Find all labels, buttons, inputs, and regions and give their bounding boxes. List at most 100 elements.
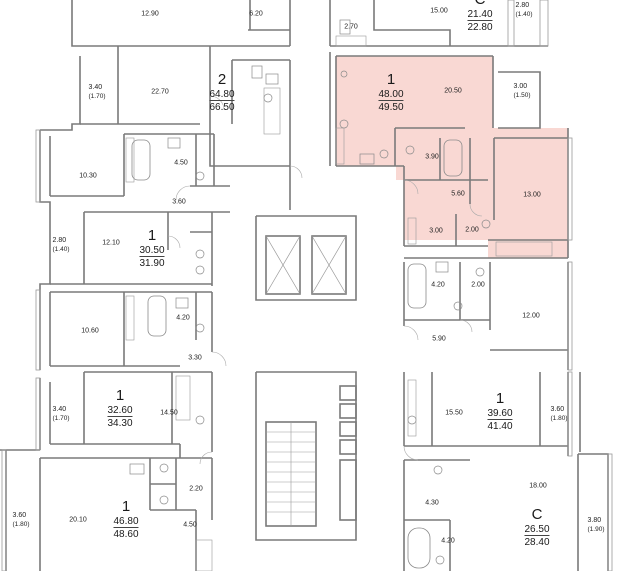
room-area-secondary: (1.40) [515, 11, 533, 18]
room-area-label: 3.60 (1.80) [13, 511, 30, 529]
room-area: 20.50 [444, 87, 462, 95]
room-area: 4.50 [174, 159, 188, 167]
room-area: 15.50 [445, 409, 463, 417]
room-area-label: 4.20 [176, 314, 190, 323]
room-area-label: 3.60 [172, 198, 186, 207]
apartment-label: 1 32.60 34.30 [107, 387, 133, 429]
apartment-total-area: 48.60 [113, 527, 139, 540]
room-area-label: 3.40 (1.70) [53, 405, 70, 423]
room-area-label: 4.20 [441, 537, 455, 546]
room-area: 3.60 [172, 198, 186, 206]
room-area-label: 3.30 [188, 354, 202, 363]
room-area: 6.20 [249, 10, 263, 18]
room-area-label: 12.90 [141, 10, 159, 19]
room-area: 3.00 [513, 83, 528, 90]
room-area: 2.80 [52, 237, 67, 244]
room-area-label: 5.90 [432, 335, 446, 344]
room-area: 4.20 [176, 314, 190, 322]
room-area: 2.00 [471, 281, 485, 289]
room-area: 4.20 [441, 537, 455, 545]
room-area: 4.30 [425, 499, 439, 507]
room-area-label: 20.50 [444, 87, 462, 96]
room-area: 2.70 [344, 23, 358, 31]
room-area: 18.00 [529, 482, 547, 490]
room-area-label: 15.00 [430, 7, 448, 16]
apartment-living-area: 30.50 [139, 245, 165, 256]
room-area-secondary: (1.70) [88, 93, 106, 100]
apartment-total-area: 66.50 [209, 100, 235, 113]
room-area-label: 6.20 [249, 10, 263, 19]
room-area-label: 3.80 (1.90) [588, 516, 605, 534]
room-area: 12.90 [141, 10, 159, 18]
room-area-label: 10.60 [81, 327, 99, 336]
room-area-label: 3.40(1.70) [89, 83, 106, 101]
apartment-total-area: 31.90 [139, 256, 165, 269]
room-area: 3.60 [550, 406, 565, 413]
room-area: 20.10 [69, 516, 87, 524]
kitchen-counters [125, 35, 553, 571]
room-area-label: 14.50 [160, 409, 178, 418]
apartment-label: 1 30.50 31.90 [139, 227, 165, 269]
room-area-label: 2.00 [465, 226, 479, 235]
room-area-secondary: (1.70) [52, 415, 70, 422]
room-area-label: 4.30 [425, 499, 439, 508]
room-area-secondary: (1.90) [587, 526, 605, 533]
room-area-label: 13.00 [523, 191, 541, 200]
room-area-label: 2.80 (1.40) [516, 1, 533, 19]
room-area: 2.00 [465, 226, 479, 234]
room-area: 3.80 [587, 517, 602, 524]
room-area-secondary: (1.80) [12, 521, 30, 528]
apartment-rooms: 1 [495, 390, 505, 407]
room-area-label: 2.70 [344, 23, 358, 32]
room-area: 5.60 [451, 190, 465, 198]
room-area-label: 3.00 [429, 227, 443, 236]
apartment-rooms: 1 [115, 387, 125, 404]
apartment-living-area: 39.60 [487, 408, 513, 419]
apartment-rooms: 1 [147, 227, 157, 244]
apartment-label: 1 39.60 41.40 [487, 390, 513, 432]
room-area-label: 12.10 [102, 239, 120, 248]
room-area: 12.00 [522, 312, 540, 320]
room-area-secondary: (1.80) [550, 415, 568, 422]
apartment-living-area: 21.40 [467, 9, 493, 20]
apartment-label: 1 46.80 48.60 [113, 498, 139, 540]
elevator-shafts [265, 235, 347, 295]
apartment-rooms: 1 [121, 498, 131, 515]
room-area: 22.70 [151, 88, 169, 96]
room-area: 13.00 [523, 191, 541, 199]
room-area-label: 5.60 [451, 190, 465, 199]
room-area-label: 4.20 [431, 281, 445, 290]
apartment-rooms: 2 [217, 71, 227, 88]
room-area: 3.60 [12, 512, 27, 519]
room-area-secondary: (1.40) [52, 246, 70, 253]
room-area-label: 22.70 [151, 88, 169, 97]
room-area-secondary: (1.50) [513, 92, 531, 99]
room-area: 3.90 [425, 153, 439, 161]
room-area-label: 4.50 [183, 521, 197, 530]
apartment-living-area: 26.50 [524, 524, 550, 535]
apartment-label: C 26.50 28.40 [524, 507, 550, 548]
room-area: 3.40 [52, 406, 67, 413]
apartment-living-area: 46.80 [113, 516, 139, 527]
room-area: 2.80 [515, 2, 530, 9]
room-area-label: 2.80 (1.40) [53, 236, 70, 254]
room-area-label: 3.60 (1.80) [551, 405, 568, 423]
apartment-total-area: 28.40 [524, 535, 550, 548]
room-area: 3.00 [429, 227, 443, 235]
apartment-living-area: 64.80 [209, 89, 235, 100]
apartment-label: 2 64.80 66.50 [209, 71, 235, 113]
stair-treads [266, 422, 316, 526]
room-area-label: 2.20 [189, 485, 203, 494]
room-area: 12.10 [102, 239, 120, 247]
room-area: 5.90 [432, 335, 446, 343]
apartment-total-area: 22.80 [467, 20, 493, 33]
room-area-label: 20.10 [69, 516, 87, 525]
highlighted-apartment-fill [336, 56, 568, 258]
room-area-label: 3.90 [425, 153, 439, 162]
room-area: 4.50 [183, 521, 197, 529]
apartment-total-area: 34.30 [107, 416, 133, 429]
room-area-label: 3.00 (1.50) [514, 82, 531, 100]
room-area: 3.30 [188, 354, 202, 362]
apartment-label: C 21.40 22.80 [467, 0, 493, 33]
